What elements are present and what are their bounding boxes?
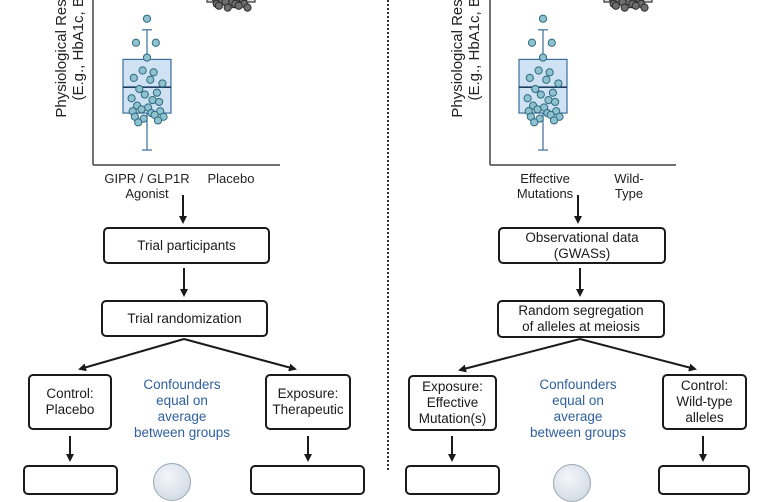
flow-arrows [0, 0, 780, 470]
arrow-left-4 [184, 339, 295, 369]
arrow-left-3 [80, 339, 184, 369]
arrow-right-3 [460, 339, 580, 370]
arrow-right-4 [580, 339, 695, 369]
